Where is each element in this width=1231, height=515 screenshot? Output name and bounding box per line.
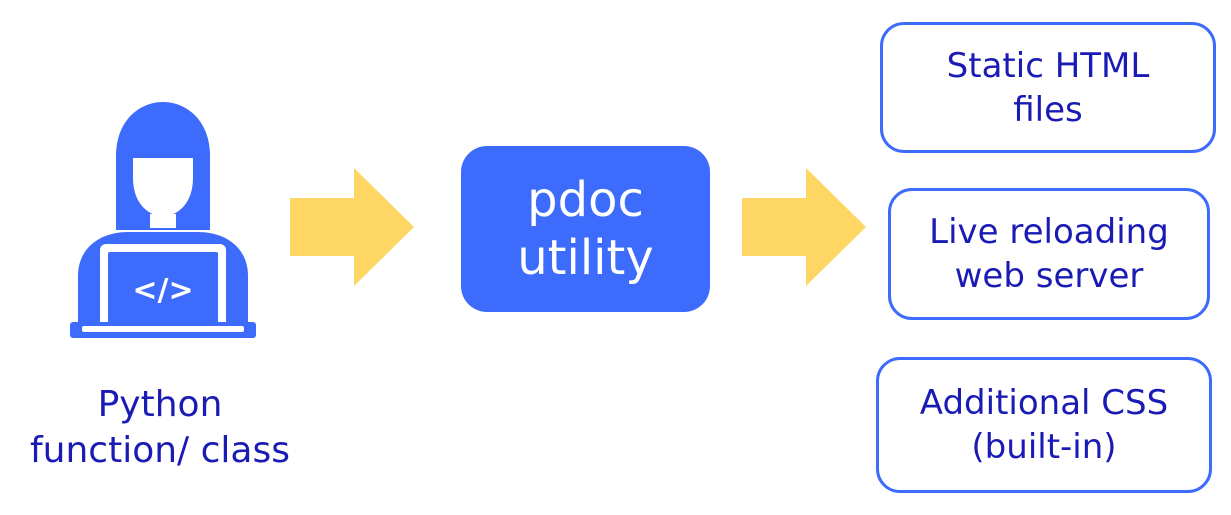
developer-laptop-icon: </> <box>70 102 256 338</box>
code-glyph: </> <box>132 273 193 308</box>
pdoc-line: pdoc <box>527 172 644 228</box>
developer-caption: Python function/ class <box>0 382 320 474</box>
output-line: (built-in) <box>971 427 1117 467</box>
output-live-reloading-box: Live reloading web server <box>888 188 1210 320</box>
caption-line: Python <box>97 384 223 425</box>
right-arrow-icon <box>742 168 866 286</box>
output-static-html-box: Static HTML files <box>880 22 1216 153</box>
output-line: Live reloading <box>929 212 1169 252</box>
output-line: Static HTML <box>946 45 1150 86</box>
pdoc-utility-box: pdoc utility <box>461 146 710 312</box>
caption-line: function/ class <box>30 430 290 471</box>
pdoc-line: utility <box>517 230 654 286</box>
right-arrow-icon <box>290 168 414 286</box>
output-line: Additional CSS <box>919 383 1169 423</box>
output-line: web server <box>954 256 1144 296</box>
output-additional-css-box: Additional CSS (built-in) <box>876 357 1212 493</box>
output-line: files <box>1013 89 1083 130</box>
